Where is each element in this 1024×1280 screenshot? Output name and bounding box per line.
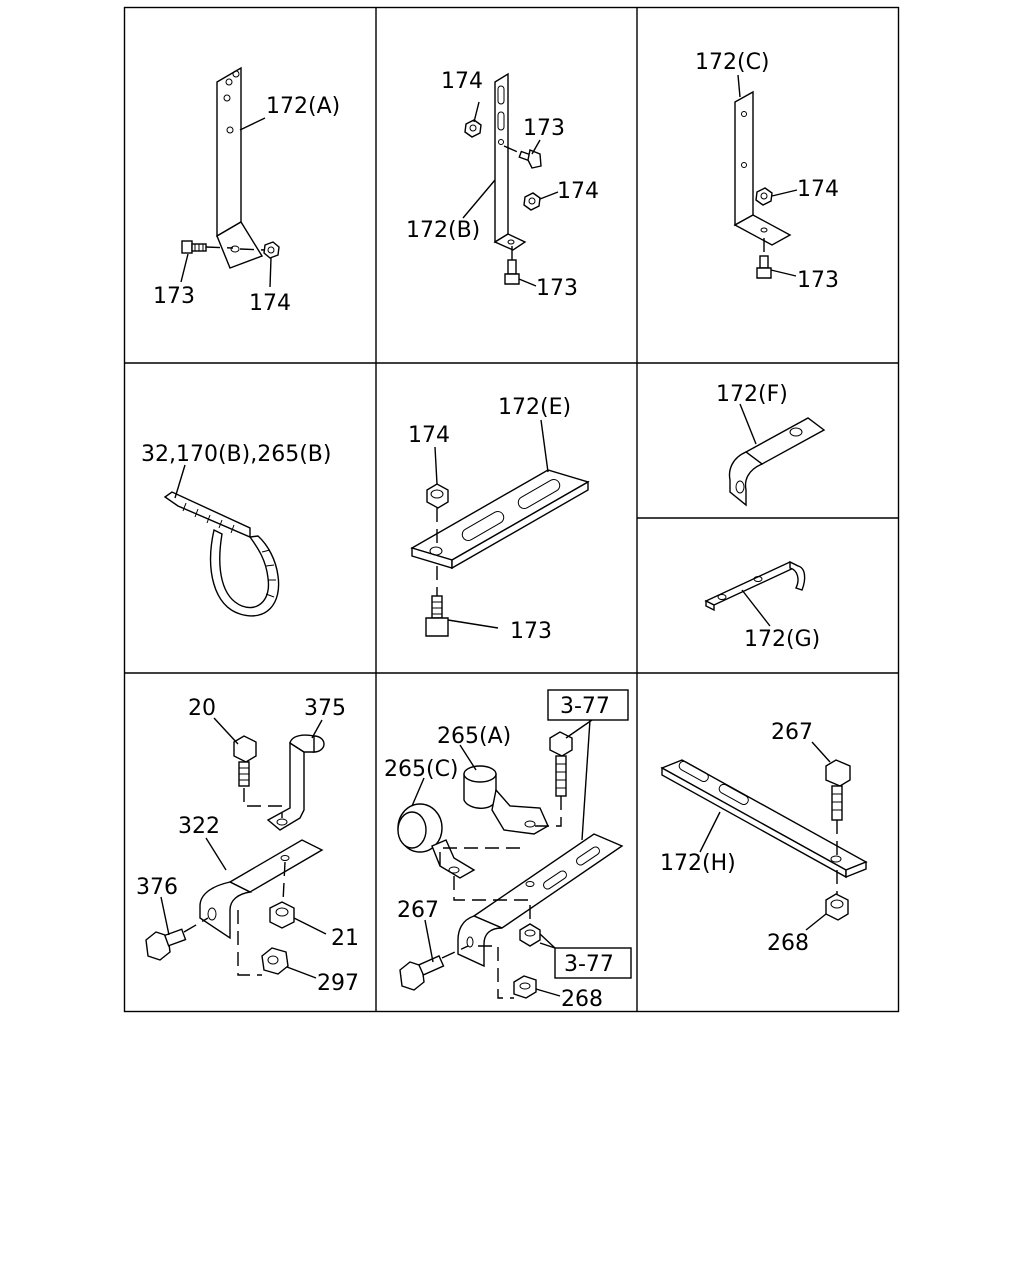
label-172b: 172(B) <box>406 218 480 243</box>
band-strap-drawing <box>163 491 280 617</box>
label-173-e: 173 <box>510 619 552 644</box>
label-174-c: 174 <box>797 177 839 202</box>
nut-174-upper-drawing <box>464 119 482 138</box>
label-174-e: 174 <box>408 423 450 448</box>
label-172g: 172(G) <box>744 627 820 652</box>
bolt-20-drawing <box>233 735 257 787</box>
label-172h: 172(H) <box>660 851 736 876</box>
grid-frame <box>123 6 900 1013</box>
label-376: 376 <box>136 875 178 900</box>
panel-bracket-172f: 172(F) <box>716 382 826 507</box>
panel-bracket-172b: 174 173 174 172(B) 173 <box>406 69 599 301</box>
bolt-267-drawing-h <box>825 759 851 856</box>
label-265c: 265(C) <box>384 757 459 782</box>
label-375: 375 <box>304 696 346 721</box>
panel-bracket-172e: 172(E) 174 173 <box>408 395 590 644</box>
clamp-265c-drawing <box>397 803 476 879</box>
label-268: 268 <box>561 987 603 1012</box>
nut-21-drawing <box>269 901 295 929</box>
bolt-267-drawing <box>399 945 469 991</box>
label-268-h: 268 <box>767 931 809 956</box>
panel-clamp-assembly: 3-77 3-77 <box>384 689 632 1012</box>
nut-upper-drawing <box>519 923 541 947</box>
clip-375-drawing <box>266 734 325 831</box>
label-strap-parts: 32,170(B),265(B) <box>141 442 331 467</box>
label-173: 173 <box>153 284 195 309</box>
bolt-173-upper-drawing <box>503 145 542 169</box>
ref-3-77-lower: 3-77 <box>564 952 614 977</box>
nut-268-drawing <box>513 975 537 999</box>
bracket-long-drawing <box>457 833 624 968</box>
panel-bracket-172a: 172(A) 173 174 <box>153 66 340 316</box>
label-322: 322 <box>178 814 220 839</box>
label-174: 174 <box>249 291 291 316</box>
label-172e: 172(E) <box>498 395 571 420</box>
panel-bracket-322: 20 375 322 376 21 297 <box>136 696 359 996</box>
panel-bracket-172h: 267 172(H) 268 <box>660 720 868 956</box>
nut-297-drawing <box>261 947 289 975</box>
bracket-172e-drawing <box>410 469 590 570</box>
bolt-173-drawing-c <box>756 238 772 279</box>
nut-174-lower-drawing <box>523 192 541 211</box>
ref-box-3-77-upper <box>547 689 629 721</box>
bracket-172g-drawing <box>704 560 806 612</box>
label-173-lower: 173 <box>536 276 578 301</box>
panel-bracket-172g: 172(G) <box>704 560 820 652</box>
bracket-172f-drawing <box>728 417 826 507</box>
bracket-172a-drawing <box>216 66 264 269</box>
bolt-376-drawing <box>145 917 209 961</box>
panel-band-strap: 32,170(B),265(B) <box>141 442 331 617</box>
label-21: 21 <box>331 926 359 951</box>
label-267-h: 267 <box>771 720 813 745</box>
nut-174-drawing <box>239 241 280 259</box>
bolt-173-drawing <box>181 240 234 254</box>
label-174-upper: 174 <box>441 69 483 94</box>
label-20: 20 <box>188 696 216 721</box>
bracket-172b-drawing <box>493 72 527 251</box>
panel-bracket-172c: 172(C) 174 173 <box>695 50 839 293</box>
label-173-upper: 173 <box>523 116 565 141</box>
nut-268-drawing-h <box>825 870 849 921</box>
label-265a: 265(A) <box>437 724 511 749</box>
clamp-265a-drawing <box>463 765 549 835</box>
bracket-172c-drawing <box>733 90 792 246</box>
bolt-upper-drawing <box>549 731 573 797</box>
label-172c: 172(C) <box>695 50 770 75</box>
bracket-172h-drawing <box>660 759 868 879</box>
ref-3-77-upper: 3-77 <box>560 694 610 719</box>
bracket-322-drawing <box>199 839 324 940</box>
label-172f: 172(F) <box>716 382 788 407</box>
label-267: 267 <box>397 898 439 923</box>
label-174-lower: 174 <box>557 179 599 204</box>
bolt-173-drawing-e <box>425 566 449 637</box>
ref-box-3-77-lower <box>554 947 632 979</box>
bolt-173-lower-drawing <box>504 246 520 285</box>
label-172a: 172(A) <box>266 94 340 119</box>
nut-174-drawing-c <box>755 187 773 206</box>
label-173-c: 173 <box>797 268 839 293</box>
label-297: 297 <box>317 971 359 996</box>
